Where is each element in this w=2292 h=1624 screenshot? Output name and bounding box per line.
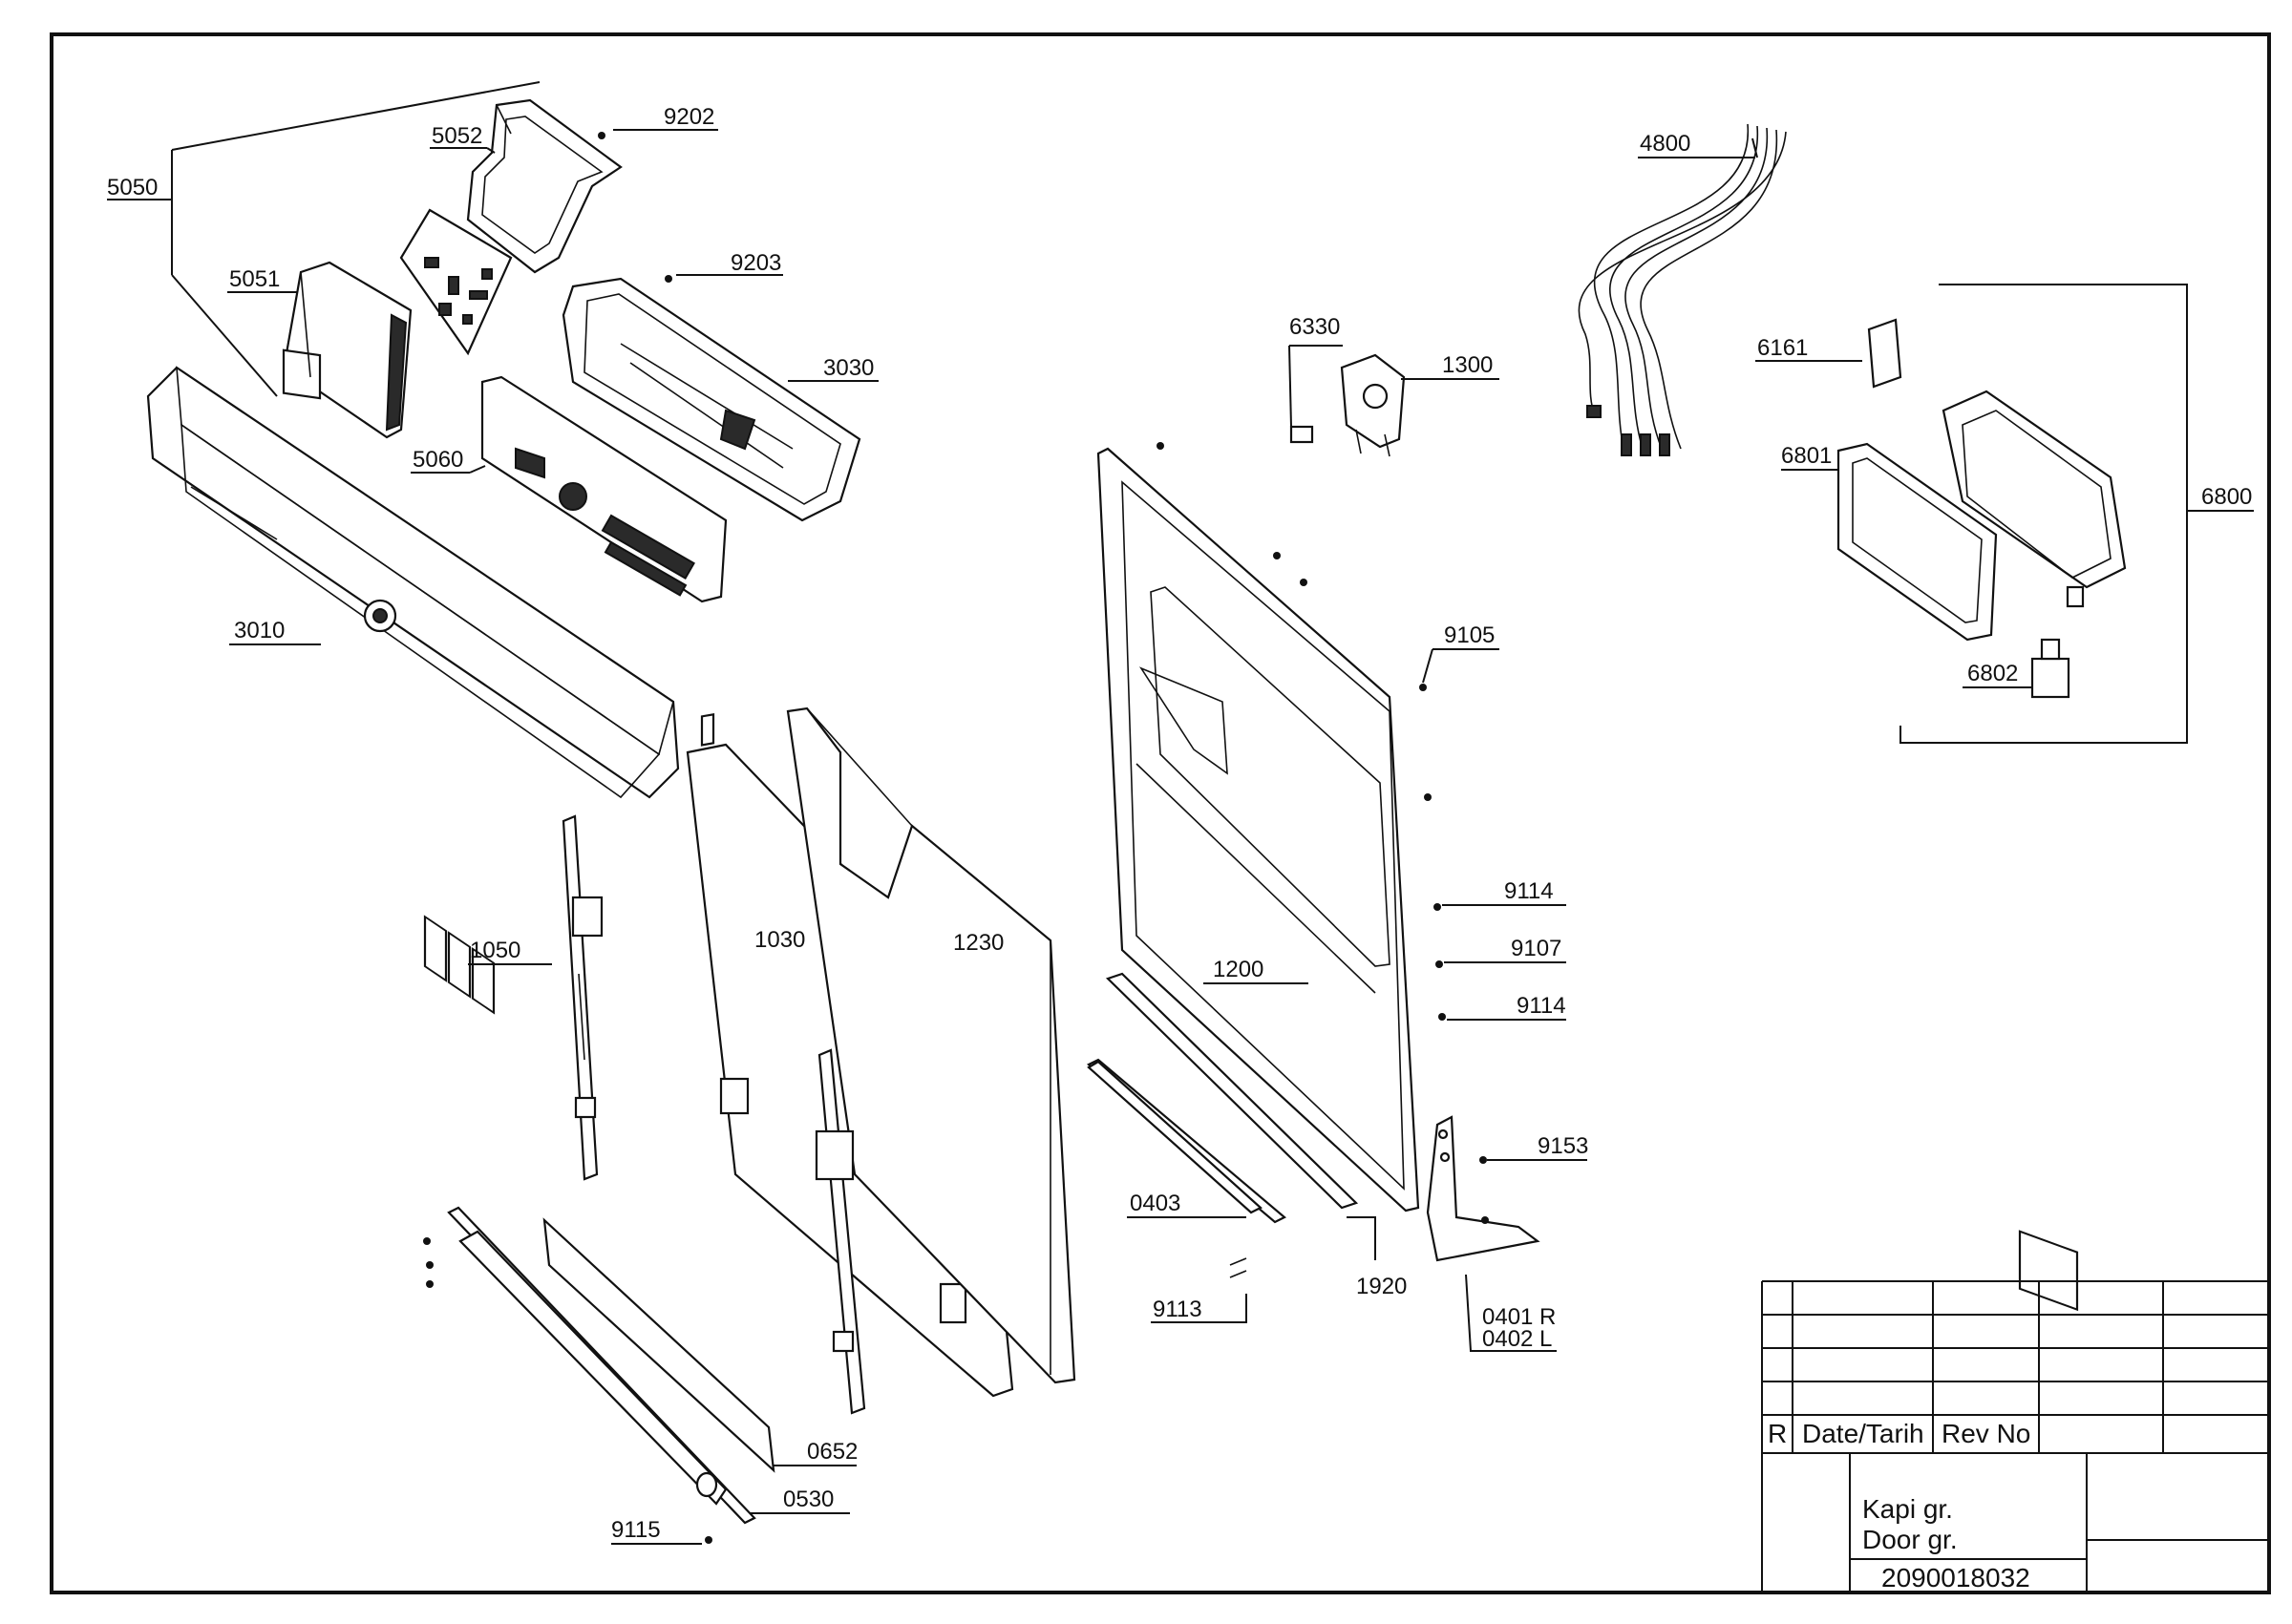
label-0652: 0652	[807, 1439, 858, 1465]
part-3030-housing	[562, 277, 861, 522]
title-block: R Date/Tarih Rev No Kapi gr. Door gr. 20…	[1761, 1280, 2269, 1592]
part-0652-plate	[542, 1217, 775, 1473]
label-6800: 6800	[2201, 484, 2252, 510]
label-6802: 6802	[1967, 661, 2018, 686]
label-1230: 1230	[953, 930, 1004, 956]
part-6801-gasket	[1836, 442, 1998, 642]
label-9113: 9113	[1153, 1297, 1202, 1322]
label-3010: 3010	[234, 618, 285, 643]
title-block-rev: Rev No	[1942, 1419, 2030, 1448]
label-9114-lower: 9114	[1517, 993, 1566, 1019]
label-9105: 9105	[1444, 622, 1495, 648]
part-1050-bracket-second	[815, 1048, 866, 1415]
label-6161: 6161	[1757, 335, 1808, 361]
title-block-r: R	[1768, 1419, 1787, 1448]
label-5060: 5060	[413, 447, 463, 473]
label-1300: 1300	[1442, 352, 1493, 378]
label-9153: 9153	[1538, 1133, 1588, 1159]
part-5052-housing	[466, 98, 623, 274]
title-block-name-tr: Kapi gr.	[1862, 1494, 1953, 1524]
label-5050: 5050	[107, 175, 158, 200]
drawing-border	[50, 32, 2271, 1594]
label-6801: 6801	[1781, 443, 1832, 469]
label-6330: 6330	[1289, 314, 1340, 340]
screws	[423, 132, 1489, 1544]
label-0402: 0402 L	[1482, 1326, 1552, 1352]
group-bracket-5050	[171, 81, 541, 397]
part-control-board	[399, 208, 513, 356]
part-labels: 5050 5052 9202 5051 9203 3030 5060 3010 …	[107, 104, 2252, 1543]
part-6802-cap	[2030, 638, 2070, 699]
part-0401-0402-hinge	[1426, 1115, 1540, 1262]
part-9113-clip	[1229, 1257, 1247, 1278]
part-1050-bracket	[562, 814, 604, 1181]
label-1030: 1030	[754, 927, 805, 953]
label-9115: 9115	[611, 1517, 661, 1543]
part-0530-handle	[447, 1206, 756, 1525]
leader-lines	[107, 129, 2254, 1545]
label-1920: 1920	[1356, 1274, 1407, 1299]
label-9114-upper: 9114	[1504, 878, 1554, 904]
label-0530: 0530	[783, 1487, 834, 1512]
part-1200-door-frame	[1096, 447, 1420, 1213]
part-6330-sensor	[1289, 425, 1314, 444]
part-1300-dispenser	[1340, 353, 1406, 457]
title-block-date: Date/Tarih	[1802, 1419, 1924, 1448]
label-4800: 4800	[1640, 131, 1690, 157]
part-5060-board	[480, 375, 728, 603]
part-6161-clip	[1867, 318, 1902, 389]
label-9107: 9107	[1511, 936, 1561, 961]
title-block-name-en: Door gr.	[1862, 1525, 1958, 1554]
part-5051-module	[282, 261, 413, 439]
label-1050: 1050	[470, 938, 520, 963]
label-3030: 3030	[823, 355, 874, 381]
part-1230-door-panel	[786, 707, 1076, 1384]
group-bracket-6800	[1899, 284, 2188, 744]
label-9203: 9203	[731, 250, 781, 276]
part-0403-strip	[1087, 1058, 1286, 1224]
label-5051: 5051	[229, 266, 280, 292]
label-0401: 0401 R	[1482, 1304, 1556, 1330]
part-4800-cable	[1578, 123, 1787, 456]
part-1920-seal	[1105, 972, 1359, 1210]
label-0403: 0403	[1130, 1191, 1180, 1216]
label-5052: 5052	[432, 123, 482, 149]
label-1200: 1200	[1213, 957, 1263, 982]
title-block-doc-no: 2090018032	[1881, 1563, 2030, 1592]
label-9202: 9202	[664, 104, 714, 130]
